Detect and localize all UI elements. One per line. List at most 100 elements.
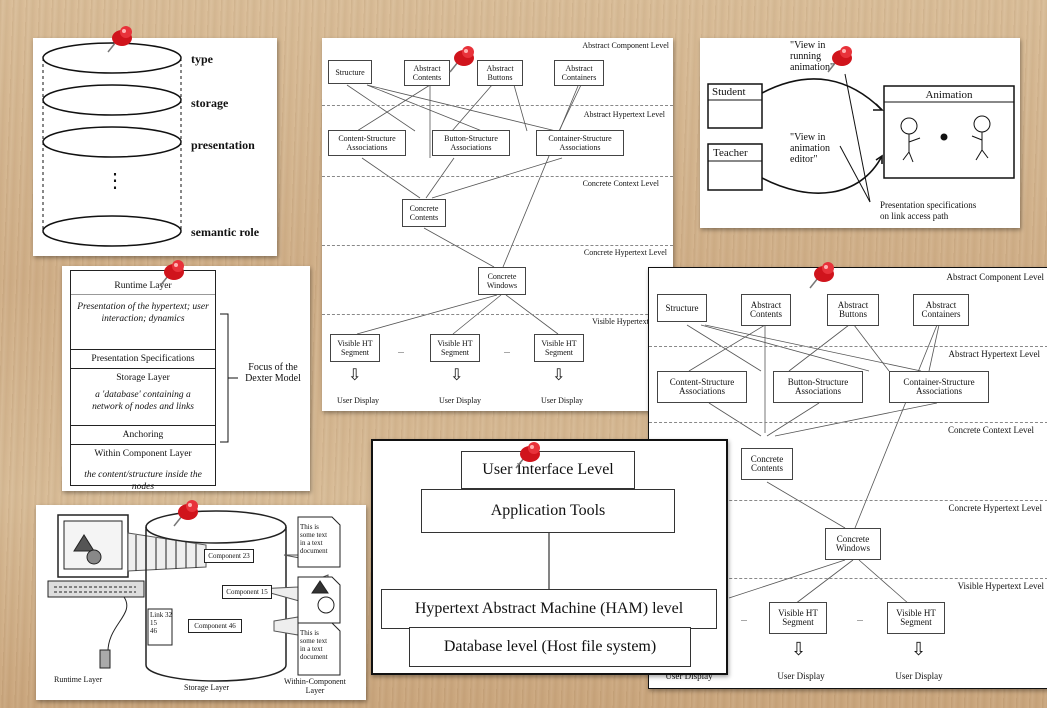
ellipsis: ... <box>398 346 404 355</box>
pushpin-icon <box>173 500 198 527</box>
document-text: This is some text in a text document <box>300 629 328 661</box>
pushpin-icon <box>827 46 852 73</box>
user-display-label: User Display <box>665 671 713 681</box>
storage-layer-label: Storage Layer <box>184 683 230 692</box>
pushpin-icon <box>107 26 132 53</box>
user-display-label: User Display <box>541 396 583 405</box>
animation-card: "View in running animation" Student Teac… <box>700 38 1020 228</box>
link-label: Link 32 15 46 <box>150 611 172 635</box>
abstract-containers-box: Abstract Containers <box>913 294 969 326</box>
level-label: Concrete Context Level <box>582 179 659 188</box>
down-arrow-icon: ⇩ <box>552 367 566 384</box>
cylinder-card: ⋮ type storage presentation semantic rol… <box>33 38 277 256</box>
animation-label: Animation <box>925 89 973 101</box>
level-label: Abstract Hypertext Level <box>948 349 1040 359</box>
within-desc: the content/structure inside the nodes <box>84 470 202 492</box>
label-type: type <box>191 52 213 66</box>
pushpin-icon <box>449 46 474 73</box>
level-label: Concrete Hypertext Level <box>948 503 1042 513</box>
level-divider <box>322 245 673 246</box>
level-divider <box>649 422 1047 423</box>
abstract-contents-box: Abstract Contents <box>404 60 450 86</box>
abstract-buttons-box: Abstract Buttons <box>827 294 879 326</box>
user-display-label: User Display <box>895 671 943 681</box>
level-divider <box>322 105 673 106</box>
db-level-box: Database level (Host file system) <box>409 627 691 667</box>
structure-box: Structure <box>657 294 707 322</box>
level-label: Abstract Component Level <box>582 41 669 50</box>
app-tools-box: Application Tools <box>421 489 675 533</box>
levels-large-lines <box>686 324 940 605</box>
container-structure-box: Container-Structure Associations <box>536 130 624 156</box>
level-label: Concrete Hypertext Level <box>583 248 667 257</box>
abstract-containers-box: Abstract Containers <box>554 60 604 86</box>
user-display-label: User Display <box>337 396 379 405</box>
abstract-buttons-box: Abstract Buttons <box>477 60 523 86</box>
button-structure-box: Button-Structure Associations <box>773 371 863 403</box>
level-divider <box>649 500 1047 501</box>
ellipsis: ... <box>741 614 747 623</box>
storage-layer: Storage Layer <box>116 373 170 383</box>
caption: Presentation specifications on link acce… <box>880 200 977 221</box>
runtime-desc: Presentation of the hypertext; user inte… <box>71 295 215 350</box>
within-component-layer: Within Component Layer <box>94 449 192 459</box>
container-structure-box: Container-Structure Associations <box>889 371 989 403</box>
level-label: Concrete Context Level <box>948 425 1034 435</box>
storage-desc: a 'database' containing a network of nod… <box>71 387 215 426</box>
button-structure-box: Button-Structure Associations <box>432 130 510 156</box>
student-label: Student <box>712 86 746 98</box>
down-arrow-icon: ⇩ <box>348 367 362 384</box>
label-storage: storage <box>191 96 229 110</box>
runtime-layer: Runtime Layer <box>71 271 215 295</box>
ham-connector <box>548 533 550 589</box>
down-arrow-icon: ⇩ <box>450 367 464 384</box>
down-arrow-icon: ⇩ <box>911 639 927 659</box>
visible-segment-box: Visible HT Segment <box>430 334 480 362</box>
level-divider <box>649 346 1047 347</box>
content-structure-box: Content-Structure Associations <box>328 130 406 156</box>
ellipsis: ... <box>504 346 510 355</box>
level-label: Abstract Hypertext Level <box>583 110 665 119</box>
level-label: Abstract Component Level <box>946 272 1044 282</box>
levels-small-card: Abstract Component Level Abstract Hypert… <box>322 38 673 411</box>
focus-label: Focus of the Dexter Model <box>245 362 301 384</box>
level-divider <box>649 578 1047 579</box>
ellipsis: ⋮ <box>105 170 125 192</box>
visible-segment-box: Visible HT Segment <box>534 334 584 362</box>
level-label: Visible Hypertext Level <box>957 581 1044 591</box>
document-text: This is some text in a text document <box>300 523 328 555</box>
runtime-layer-label: Runtime Layer <box>54 675 103 684</box>
quote-animation-editor: "View in animation editor" <box>790 132 830 165</box>
dexter-card: Runtime Layer Presentation of the hypert… <box>62 266 310 492</box>
level-label: Visible Hypertext Level <box>592 317 669 326</box>
content-structure-box: Content-Structure Associations <box>657 371 747 403</box>
down-arrow-icon: ⇩ <box>791 639 807 659</box>
teacher-label: Teacher <box>713 147 748 159</box>
visible-segment-box: Visible HT Segment <box>330 334 380 362</box>
ui-level-box: User Interface Level <box>461 451 635 489</box>
concrete-windows-box: Concrete Windows <box>478 267 526 295</box>
storage-card: Component 23 Component 15 Component 46 L… <box>36 505 366 700</box>
animation-diagram <box>707 73 1015 203</box>
within-component-label: Within-Component Layer <box>284 677 346 695</box>
label-presentation: presentation <box>191 138 255 152</box>
ellipsis: ... <box>857 614 863 623</box>
user-display-label: User Display <box>439 396 481 405</box>
visible-segment-box: Visible HT Segment <box>769 602 827 634</box>
dexter-stack: Runtime Layer Presentation of the hypert… <box>70 270 216 492</box>
presentation-specs: Presentation Specifications <box>71 350 215 369</box>
pushpin-icon <box>809 262 834 289</box>
anchoring: Anchoring <box>71 426 215 445</box>
label-semantic-role: semantic role <box>191 225 260 239</box>
visible-segment-box: Visible HT Segment <box>887 602 945 634</box>
concrete-contents-box: Concrete Contents <box>402 199 446 227</box>
structure-box: Structure <box>328 60 372 84</box>
concrete-windows-box: Concrete Windows <box>825 528 881 560</box>
storage-diagram <box>47 510 341 682</box>
component-46-box: Component 46 <box>188 619 242 633</box>
ham-card: User Interface Level Application Tools H… <box>371 439 728 675</box>
user-display-label: User Display <box>777 671 825 681</box>
abstract-contents-box: Abstract Contents <box>741 294 791 326</box>
cylinder-diagram <box>42 42 182 247</box>
pushpin-icon <box>515 442 540 469</box>
